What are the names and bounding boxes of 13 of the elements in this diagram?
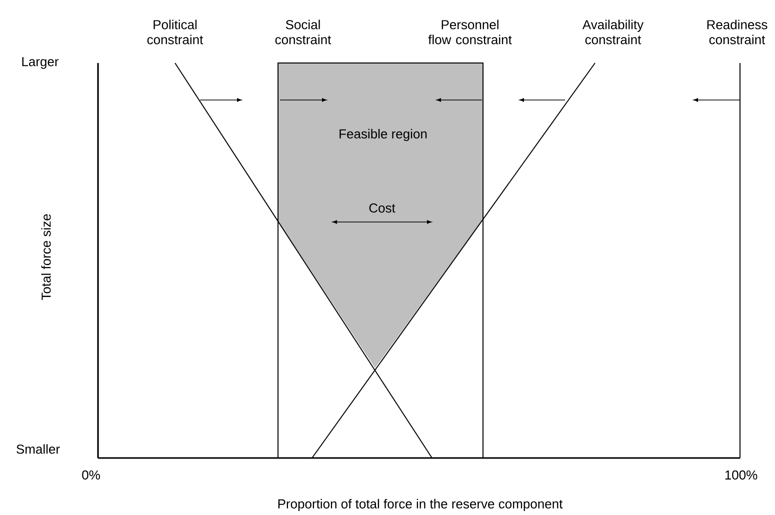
axis-label: 0% [82, 470, 100, 480]
axis-label: Larger [22, 57, 59, 69]
constraint-label: Availability constraint [582, 20, 644, 44]
axis-label: Total force size [41, 214, 51, 300]
axis-label: Smaller [16, 444, 60, 454]
region-label: Feasible region [340, 128, 427, 142]
region-label: Cost [369, 203, 396, 213]
constraint-label: Personnel flow constraint [428, 20, 512, 44]
axis-label: 100% [725, 470, 758, 480]
constraint-label: Political constraint [147, 20, 204, 44]
constraint-label: Readiness constraint [707, 20, 768, 44]
constraint-label: Social constraint [275, 20, 332, 44]
axis-label: Proportion of total force in the reserve component [278, 498, 563, 512]
